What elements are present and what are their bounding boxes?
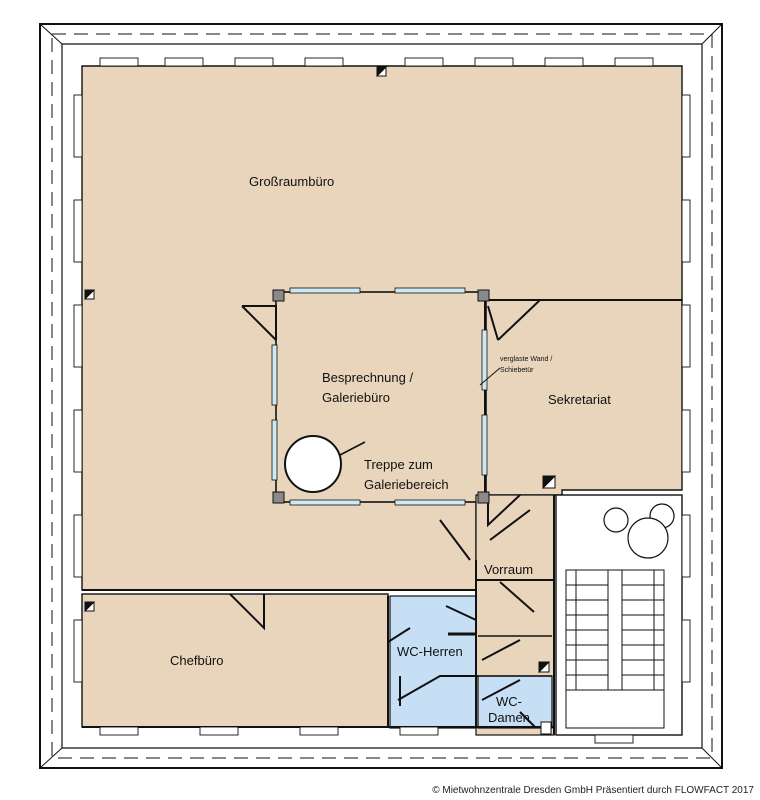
- label-grossraumbuero: Großraumbüro: [249, 174, 335, 189]
- table-chairs-icon: [603, 503, 675, 559]
- area-wc-damen: [477, 675, 553, 729]
- area-wc-herren: [389, 595, 477, 729]
- staircase: [565, 569, 665, 729]
- area-chefbuero: [81, 593, 389, 728]
- pillars: [272, 289, 490, 504]
- copyright-footer: © Mietwohnzentrale Dresden GmbH Präsenti…: [432, 785, 754, 796]
- label-besprechung: Besprechnung / Galeriebüro: [322, 370, 414, 405]
- markers: [84, 66, 557, 735]
- windows: [271, 287, 488, 506]
- stair-pointer: [339, 441, 366, 456]
- label-treppe: Treppe zum Galeriebereich: [364, 457, 449, 492]
- label-sekretariat: Sekretariat: [548, 392, 611, 407]
- label-vorraum: Vorraum: [484, 562, 534, 577]
- label-chefbuero: Chefbüro: [170, 653, 224, 668]
- wall-window-slots: [73, 57, 691, 744]
- glass-wall-pointer: [479, 367, 501, 386]
- spiral-stair-icon: [284, 435, 342, 493]
- door-swings: [229, 299, 541, 729]
- label-wc-damen: WC- Damen: [488, 694, 530, 725]
- label-verglaste-wand: verglaste Wand / Schiebetür: [500, 356, 553, 374]
- label-wc-herren: WC-Herren: [397, 644, 463, 659]
